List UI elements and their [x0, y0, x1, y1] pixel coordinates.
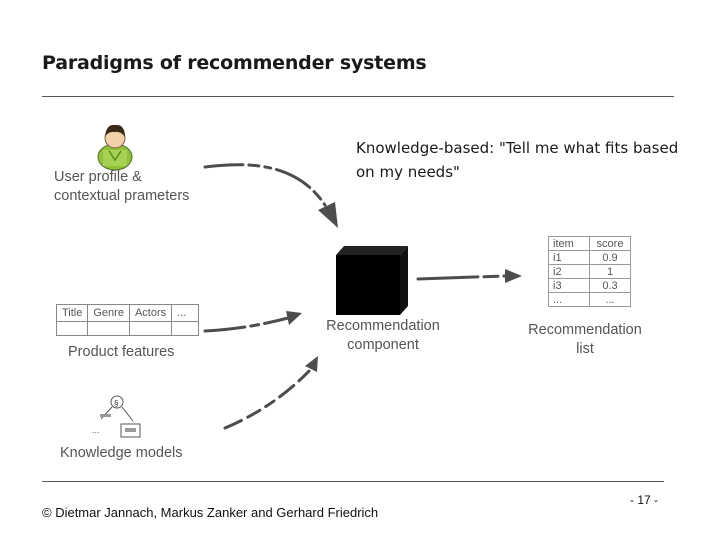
- arrows: [203, 163, 522, 430]
- product-features-table: Title Genre Actors ...: [55, 304, 200, 336]
- rec-header-cell: item: [548, 236, 590, 251]
- feature-header-cell: ...: [171, 304, 200, 322]
- rec-score-cell: 1: [589, 264, 631, 279]
- arrow-knowledge-to-component: [223, 366, 314, 430]
- footer-divider: [42, 481, 664, 482]
- rec-item-cell: i3: [548, 278, 590, 293]
- feature-header-cell: Genre: [87, 304, 130, 322]
- rec-table-row: i1 0.9: [548, 250, 631, 265]
- rec-item-cell: i1: [548, 250, 590, 265]
- page-number: - 17 -: [630, 493, 659, 507]
- rec-table-row: ... ...: [548, 292, 631, 307]
- feature-blank-cell: [171, 321, 200, 336]
- copyright-footer: © Dietmar Jannach, Markus Zanker and Ger…: [42, 505, 379, 520]
- kb-tree-ellipsis: ...: [92, 425, 100, 435]
- knowledge-tree-icon: [100, 395, 141, 438]
- arrow-user-to-component: [203, 163, 327, 207]
- rec-score-cell: 0.3: [589, 278, 631, 293]
- component-cube: [336, 246, 408, 315]
- knowledge-models-label: Knowledge models: [60, 445, 183, 461]
- component-label: Recommendation component: [326, 318, 440, 353]
- rec-table-row: i2 1: [548, 264, 631, 279]
- arrow-features-to-component: [203, 316, 290, 333]
- rec-list-label: Recommendation list: [528, 322, 642, 357]
- kb-tree-root: §: [114, 399, 118, 408]
- recommendation-list-table: item score i1 0.9 i2 1 i3 0.3 ... ...: [548, 236, 631, 307]
- feature-table-blank-row: [55, 321, 200, 336]
- rec-item-cell: i2: [548, 264, 590, 279]
- slide-title: Paradigms of recommender systems: [42, 52, 427, 74]
- rec-header-cell: score: [589, 236, 631, 251]
- rec-item-cell: ...: [548, 292, 590, 307]
- rec-table-row: i3 0.3: [548, 278, 631, 293]
- feature-header-cell: Actors: [128, 304, 173, 322]
- rec-table-header-row: item score: [548, 236, 631, 251]
- arrow-component-to-list: [416, 274, 507, 281]
- feature-blank-cell: [87, 321, 130, 336]
- title-divider: [42, 96, 674, 97]
- feature-table-header-row: Title Genre Actors ...: [55, 304, 200, 322]
- feature-blank-cell: [128, 321, 173, 336]
- user-profile-label: User profile & contextual prameters: [54, 169, 190, 204]
- rec-score-cell: ...: [589, 292, 631, 307]
- feature-blank-cell: [55, 321, 89, 336]
- feature-header-cell: Title: [55, 304, 89, 322]
- rec-score-cell: 0.9: [589, 250, 631, 265]
- user-icon: [97, 124, 133, 171]
- product-features-label: Product features: [68, 344, 175, 360]
- slide-caption: Knowledge-based: "Tell me what fits base…: [356, 139, 679, 181]
